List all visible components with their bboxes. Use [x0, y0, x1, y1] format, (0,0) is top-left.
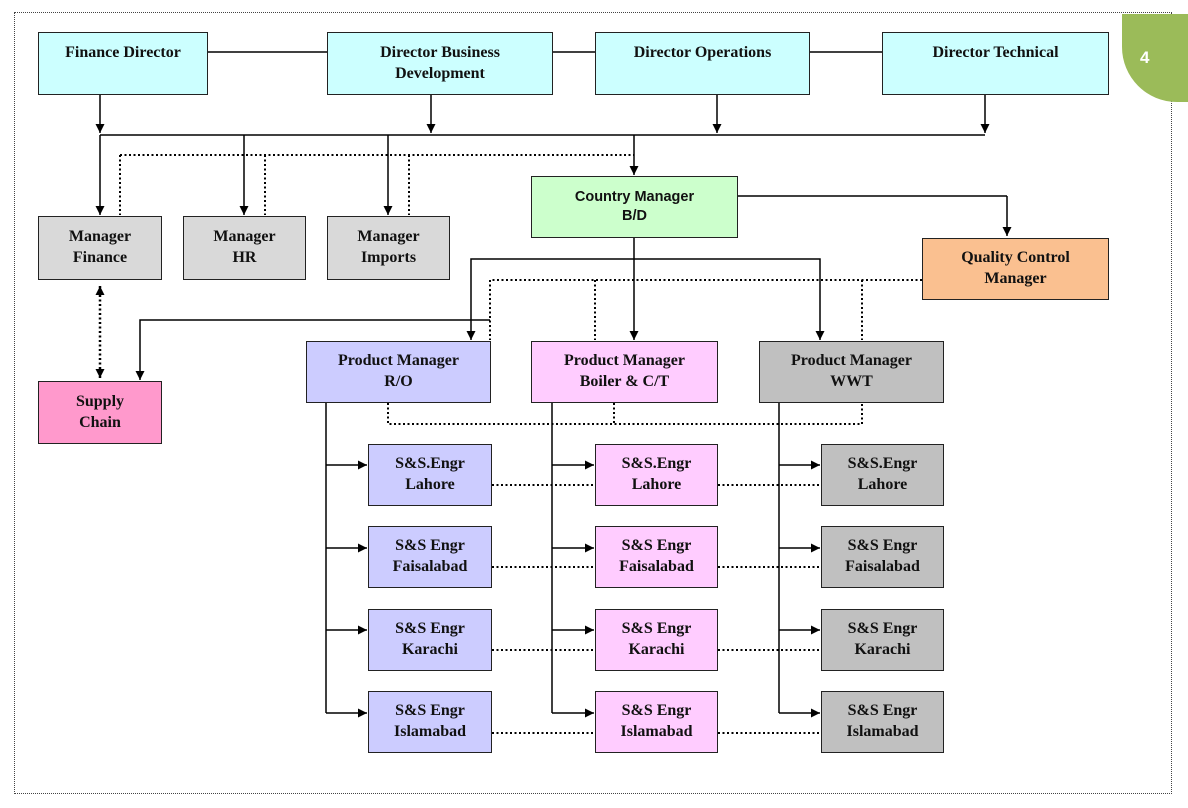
- product-manager-boiler-box: Product Manager Boiler & C/T: [531, 341, 718, 403]
- product-manager-ro-box: Product Manager R/O: [306, 341, 491, 403]
- manager-finance-box: Manager Finance: [38, 216, 162, 280]
- manager-imports-box: Manager Imports: [327, 216, 450, 280]
- engineer-ro-islamabad-box: S&S Engr Islamabad: [368, 691, 492, 753]
- engineer-boiler-karachi-box: S&S Engr Karachi: [595, 609, 718, 671]
- engineer-wwt-lahore-box: S&S.Engr Lahore: [821, 444, 944, 506]
- finance-director-box: Finance Director: [38, 32, 208, 95]
- director-operations-box: Director Operations: [595, 32, 810, 95]
- engineer-wwt-islamabad-box: S&S Engr Islamabad: [821, 691, 944, 753]
- director-technical-box: Director Technical: [882, 32, 1109, 95]
- engineer-wwt-karachi-box: S&S Engr Karachi: [821, 609, 944, 671]
- supply-chain-box: Supply Chain: [38, 381, 162, 444]
- engineer-wwt-faisalabad-box: S&S Engr Faisalabad: [821, 526, 944, 588]
- page-frame: [14, 12, 1172, 794]
- engineer-boiler-lahore-box: S&S.Engr Lahore: [595, 444, 718, 506]
- director-business-development-box: Director Business Development: [327, 32, 553, 95]
- country-manager-box: Country Manager B/D: [531, 176, 738, 238]
- engineer-boiler-islamabad-box: S&S Engr Islamabad: [595, 691, 718, 753]
- engineer-boiler-faisalabad-box: S&S Engr Faisalabad: [595, 526, 718, 588]
- engineer-ro-lahore-box: S&S.Engr Lahore: [368, 444, 492, 506]
- product-manager-wwt-box: Product Manager WWT: [759, 341, 944, 403]
- engineer-ro-faisalabad-box: S&S Engr Faisalabad: [368, 526, 492, 588]
- quality-control-manager-box: Quality Control Manager: [922, 238, 1109, 300]
- engineer-ro-karachi-box: S&S Engr Karachi: [368, 609, 492, 671]
- manager-hr-box: Manager HR: [183, 216, 306, 280]
